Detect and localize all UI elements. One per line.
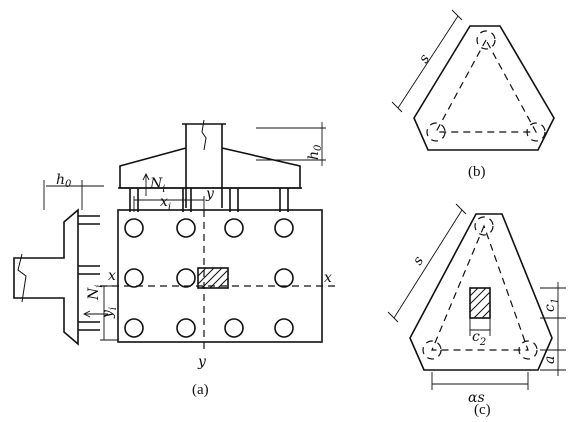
cap-c-column-hatched (469, 287, 491, 319)
plan-piles (124, 218, 294, 338)
h0-label-left: h0 (56, 172, 72, 190)
cap-b-pile-triangle (434, 38, 538, 133)
xi-label: xi (160, 194, 171, 213)
side-piles (78, 215, 100, 331)
y-axis-label-top: y (205, 186, 215, 202)
s-dimension-c (387, 203, 467, 323)
yi-label: yi (100, 307, 119, 319)
y-axis-label-bottom: y (197, 354, 207, 370)
cap-b-pile-right (526, 122, 546, 142)
triangular-cap-c: s c2 αs c1 a (387, 203, 566, 406)
cap-b-pile-left (426, 122, 446, 142)
caption-c: (c) (474, 402, 491, 418)
a-label: a (542, 356, 558, 364)
yi-dimension (100, 285, 118, 341)
Ni-label-top: Ni (149, 176, 165, 195)
c1-label: c1 (542, 298, 561, 312)
alpha-s-dimension (431, 372, 529, 390)
cap-c-outline (409, 213, 553, 371)
caption-a: (a) (192, 382, 209, 398)
elevation-view: h0 Ni xi y (118, 119, 326, 213)
cap-c-pile-right (518, 340, 538, 360)
c2-label: c2 (472, 329, 486, 348)
cap-b-outline (413, 25, 555, 151)
x-axis-label-left: x (108, 268, 116, 284)
h0-label-top: h0 (306, 144, 324, 160)
alpha-s-label: αs (468, 390, 485, 406)
c2-dimension (469, 318, 491, 336)
plan-cap-outline (117, 209, 323, 343)
s-label-b: s (416, 52, 433, 67)
side-cap-outline (13, 208, 79, 346)
s-dimension-b (391, 9, 463, 113)
cap-c-pile-top (474, 216, 494, 236)
column-outline (185, 124, 223, 208)
side-column-break-mark (17, 253, 27, 303)
triangular-cap-b: s (391, 9, 555, 151)
cap-c-pile-left (422, 340, 442, 360)
h0-dimension-lines (256, 122, 326, 166)
caption-b: (b) (468, 164, 486, 180)
side-elevation-view: h0 Ni yi (13, 172, 119, 346)
cap-c-pile-triangle (431, 224, 529, 351)
Ni-label-left: Ni (86, 285, 105, 301)
x-axis-label-right: x (324, 270, 332, 286)
c1-a-dimension (540, 282, 566, 376)
cap-outline (119, 147, 301, 189)
Ni-arrow-top (142, 172, 150, 196)
s-label-c: s (410, 254, 427, 269)
h0-dimension-left (43, 180, 104, 210)
plan-view: x x y (100, 209, 336, 370)
column-break-mark (201, 119, 207, 151)
cap-b-pile-top (476, 30, 496, 50)
plan-column-hatched (197, 267, 229, 289)
